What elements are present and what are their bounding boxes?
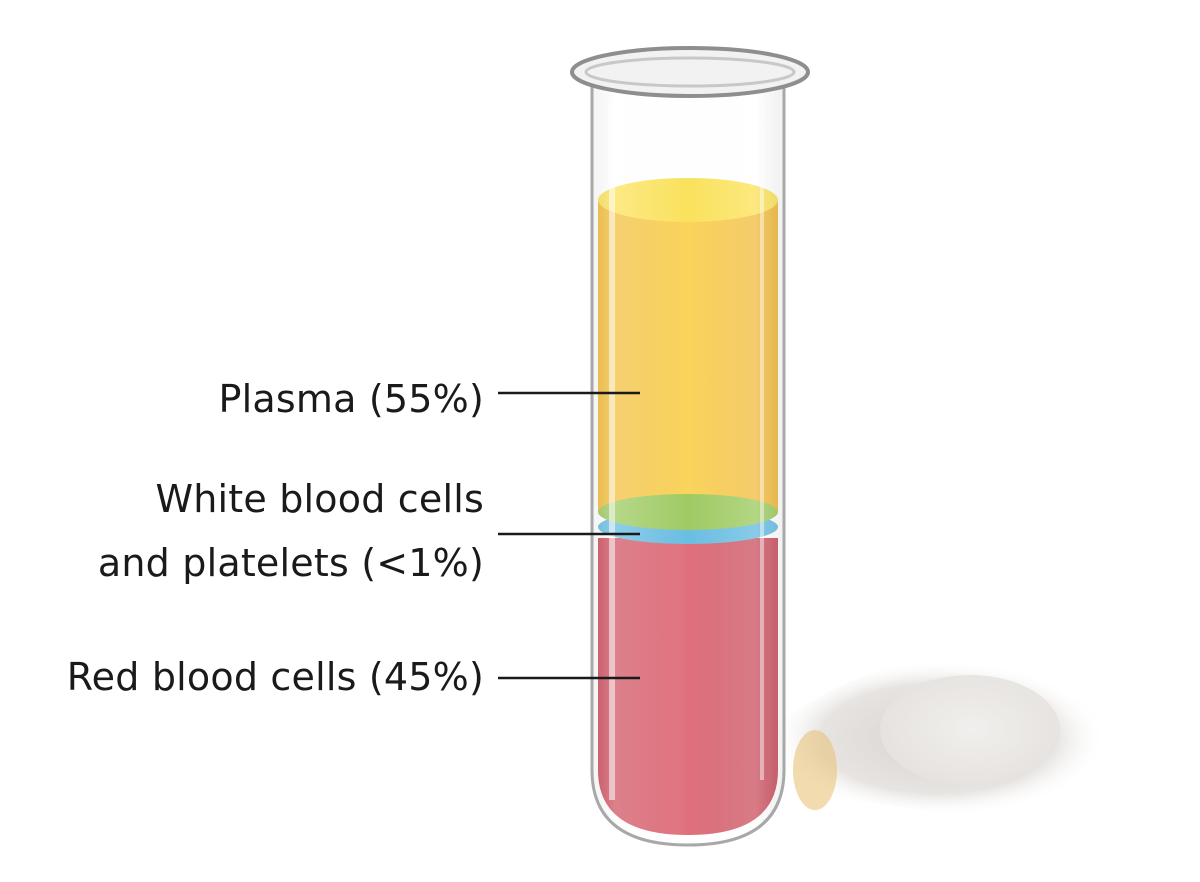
tube-glass bbox=[590, 78, 786, 847]
white-cells-label-line2: and platelets (<1%) bbox=[97, 541, 484, 585]
tube-shadow bbox=[770, 660, 1106, 817]
red-cells-label: Red blood cells (45%) bbox=[66, 655, 484, 699]
white-cells-label-line1: White blood cells bbox=[155, 477, 484, 521]
plasma-label: Plasma (55%) bbox=[218, 377, 484, 421]
tube-rim bbox=[570, 46, 810, 98]
